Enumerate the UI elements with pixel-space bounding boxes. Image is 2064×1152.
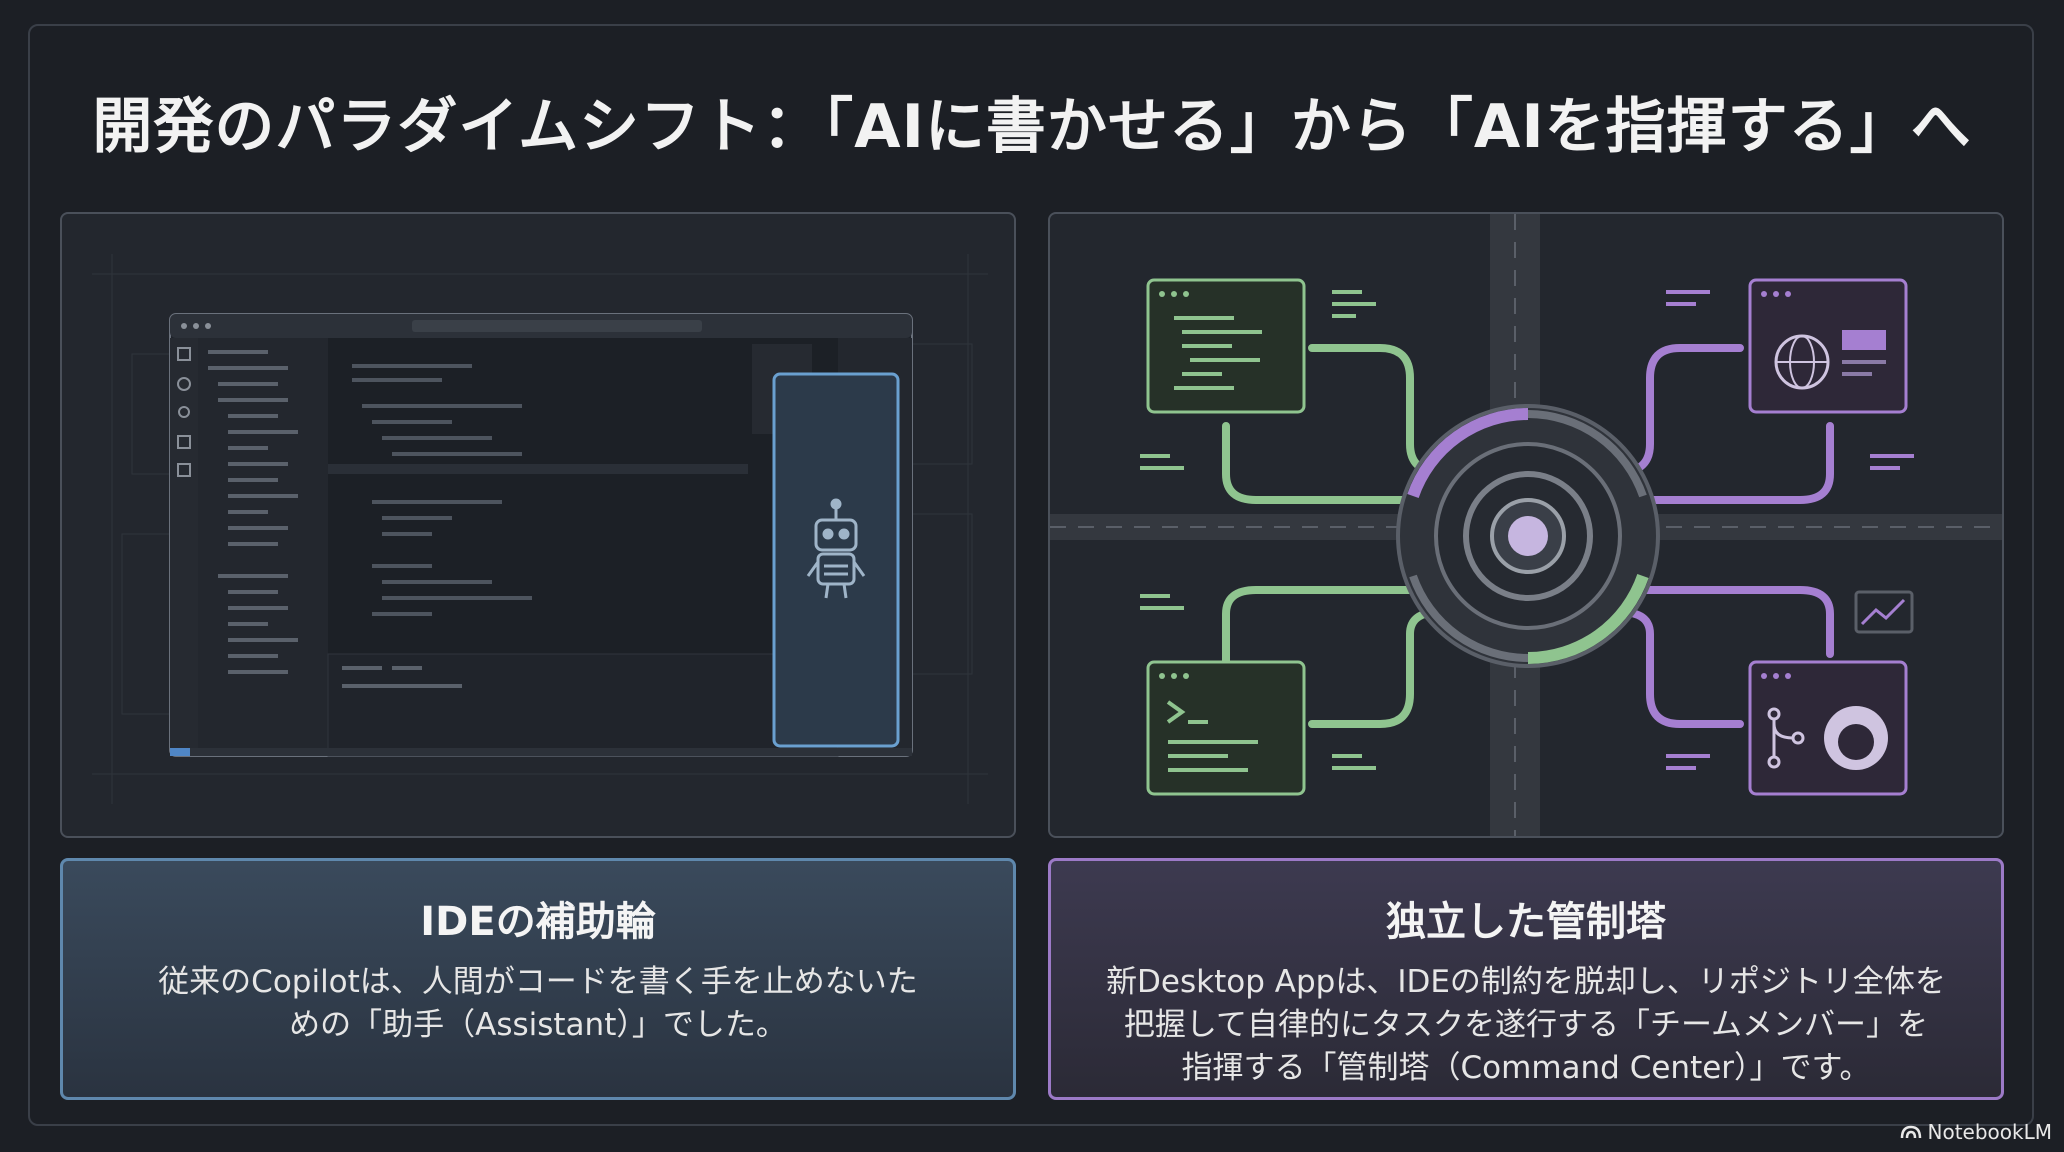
ide-illustration-panel [60,212,1016,838]
brand-label: NotebookLM [1927,1120,2053,1144]
command-center-card: 独立した管制塔 新Desktop Appは、IDEの制約を脱却し、リポジトリ全体… [1048,858,2004,1100]
card-body-line: 新Desktop Appは、IDEの制約を脱却し、リポジトリ全体を [1106,964,1946,1000]
card-body-line: 把握して自律的にタスクを遂行する「チームメンバー」を [1123,1007,1929,1043]
slide-title: 開発のパラダイムシフト：「AIに書かせる」から「AIを指揮する」へ [92,92,1972,162]
notebooklm-logo-icon [1900,1125,1921,1139]
ide-assistant-card: IDEの補助輪 従来のCopilotは、人間がコードを書く手を止めないた めの「… [60,858,1016,1100]
card-body-line: 指揮する「管制塔（Command Center）」です。 [1181,1050,1871,1086]
card-heading: 独立した管制塔 [1386,899,1666,945]
command-center-illustration-panel [1048,212,2004,838]
card-heading: IDEの補助輪 [420,899,656,945]
card-body-line: 従来のCopilotは、人間がコードを書く手を止めないた [158,964,918,1000]
card-body: 新Desktop Appは、IDEの制約を脱却し、リポジトリ全体を 把握して自律… [1091,961,1961,1090]
github-icon [1748,660,1908,796]
command-hub-icon [1396,404,1660,668]
robot-icon [806,498,866,599]
ide-illustration [92,254,988,804]
command-center-illustration [1050,214,2002,836]
card-body-line: めの「助手（Assistant）」でした。 [289,1007,787,1043]
globe-icon [1748,278,1908,414]
code-window-icon [1146,278,1306,414]
slide-frame [28,24,2034,1126]
notebooklm-brand: NotebookLM [1900,1120,2053,1144]
card-body: 従来のCopilotは、人間がコードを書く手を止めないた めの「助手（Assis… [103,961,973,1047]
chart-icon [1854,590,1914,634]
terminal-icon [1146,660,1306,796]
